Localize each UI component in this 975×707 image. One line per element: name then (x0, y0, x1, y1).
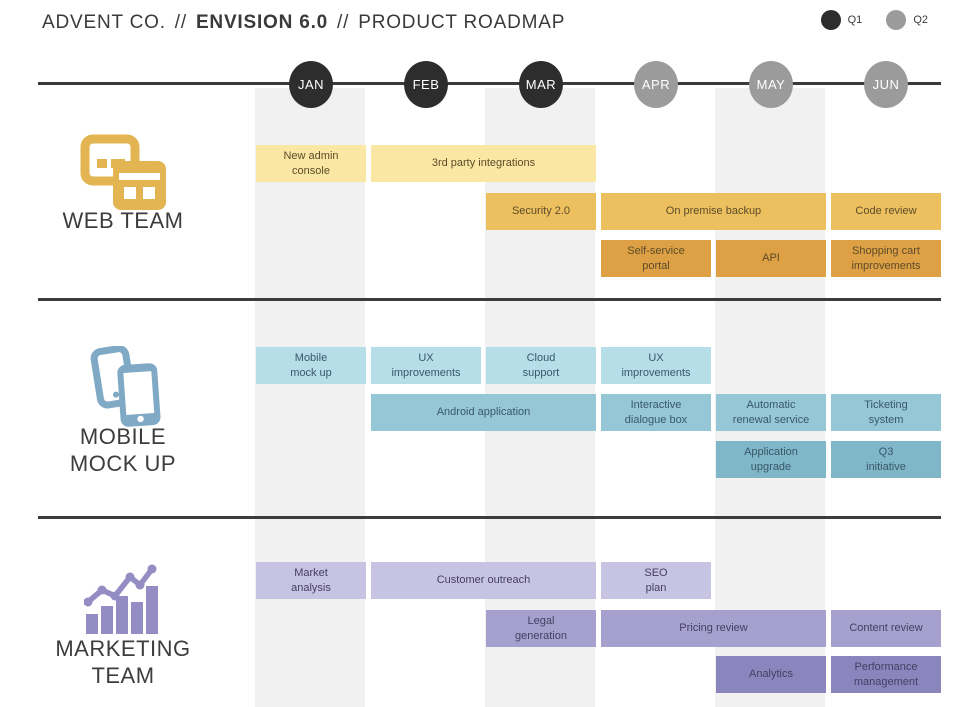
task-bar-market-analysis: Market analysis (256, 562, 366, 599)
legend-dot-q2 (886, 10, 907, 30)
legend-q2: Q2 (886, 10, 928, 30)
task-bar-legal-generation: Legal generation (486, 610, 596, 647)
legend-label: Q1 (847, 14, 863, 26)
month-marker-feb: FEB (404, 61, 448, 108)
task-bar-analytics: Analytics (716, 656, 826, 693)
legend-label: Q2 (913, 14, 928, 26)
task-bar-automatic-renewal-service: Automatic renewal service (716, 394, 826, 431)
task-bar-android-application: Android application (371, 394, 596, 431)
task-bar-mobile-mock-up: Mobile mock up (256, 347, 366, 384)
browser-windows-icon (80, 134, 168, 212)
task-bar-pricing-review: Pricing review (601, 610, 826, 647)
product-name: ENVISION 6.0 (195, 12, 329, 33)
quarter-legend: Q1 Q2 (820, 10, 928, 30)
month-marker-jun: JUN (864, 61, 908, 108)
task-bar-customer-outreach: Customer outreach (371, 562, 596, 599)
task-bar-code-review: Code review (831, 193, 941, 230)
team-label-marketing-team: MARKETING TEAM (55, 636, 191, 688)
month-marker-jan: JAN (289, 61, 333, 108)
task-bar-new-admin-console: New admin console (256, 145, 366, 182)
task-bar-performance-management: Performance management (831, 656, 941, 693)
task-bar-ux-improvements: UX improvements (371, 347, 481, 384)
company-name: ADVENT CO. (42, 12, 166, 33)
task-bar-on-premise-backup: On premise backup (601, 193, 826, 230)
month-column-band (255, 88, 365, 707)
legend-dot-q1 (820, 10, 841, 30)
task-bar-seo-plan: SEO plan (601, 562, 711, 599)
task-bar-3rd-party-integrations: 3rd party integrations (371, 145, 596, 182)
month-marker-mar: MAR (519, 61, 563, 108)
task-bar-self-service-portal: Self-service portal (601, 240, 711, 277)
task-bar-ux-improvements: UX improvements (601, 347, 711, 384)
task-bar-application-upgrade: Application upgrade (716, 441, 826, 478)
title-separator: // (174, 12, 187, 33)
team-label-mobile-mock-up: MOBILE MOCK UP (69, 424, 177, 476)
title-separator: // (337, 12, 350, 33)
task-bar-security-2-0: Security 2.0 (486, 193, 596, 230)
month-marker-apr: APR (634, 61, 678, 108)
bar-chart-trend-icon (83, 556, 164, 636)
task-bar-interactive-dialogue-box: Interactive dialogue box (601, 394, 711, 431)
timeline-axis (38, 82, 941, 85)
page-title-text: PRODUCT ROADMAP (358, 12, 566, 33)
task-bar-cloud-support: Cloud support (486, 347, 596, 384)
page-title: ADVENT CO. // ENVISION 6.0 // PRODUCT ROADMA… (42, 12, 565, 34)
task-bar-content-review: Content review (831, 610, 941, 647)
legend-q1: Q1 (820, 10, 863, 30)
section-divider (38, 516, 941, 519)
task-bar-ticketing-system: Ticketing system (831, 394, 941, 431)
month-marker-may: MAY (749, 61, 793, 108)
task-bar-q3-initiative: Q3 initiative (831, 441, 941, 478)
task-bar-shopping-cart-improvements: Shopping cart improvements (831, 240, 941, 277)
task-bar-api: API (716, 240, 826, 277)
team-label-web-team: WEB TEAM (62, 208, 184, 233)
section-divider (38, 298, 941, 301)
mobile-phones-icon (90, 345, 162, 428)
